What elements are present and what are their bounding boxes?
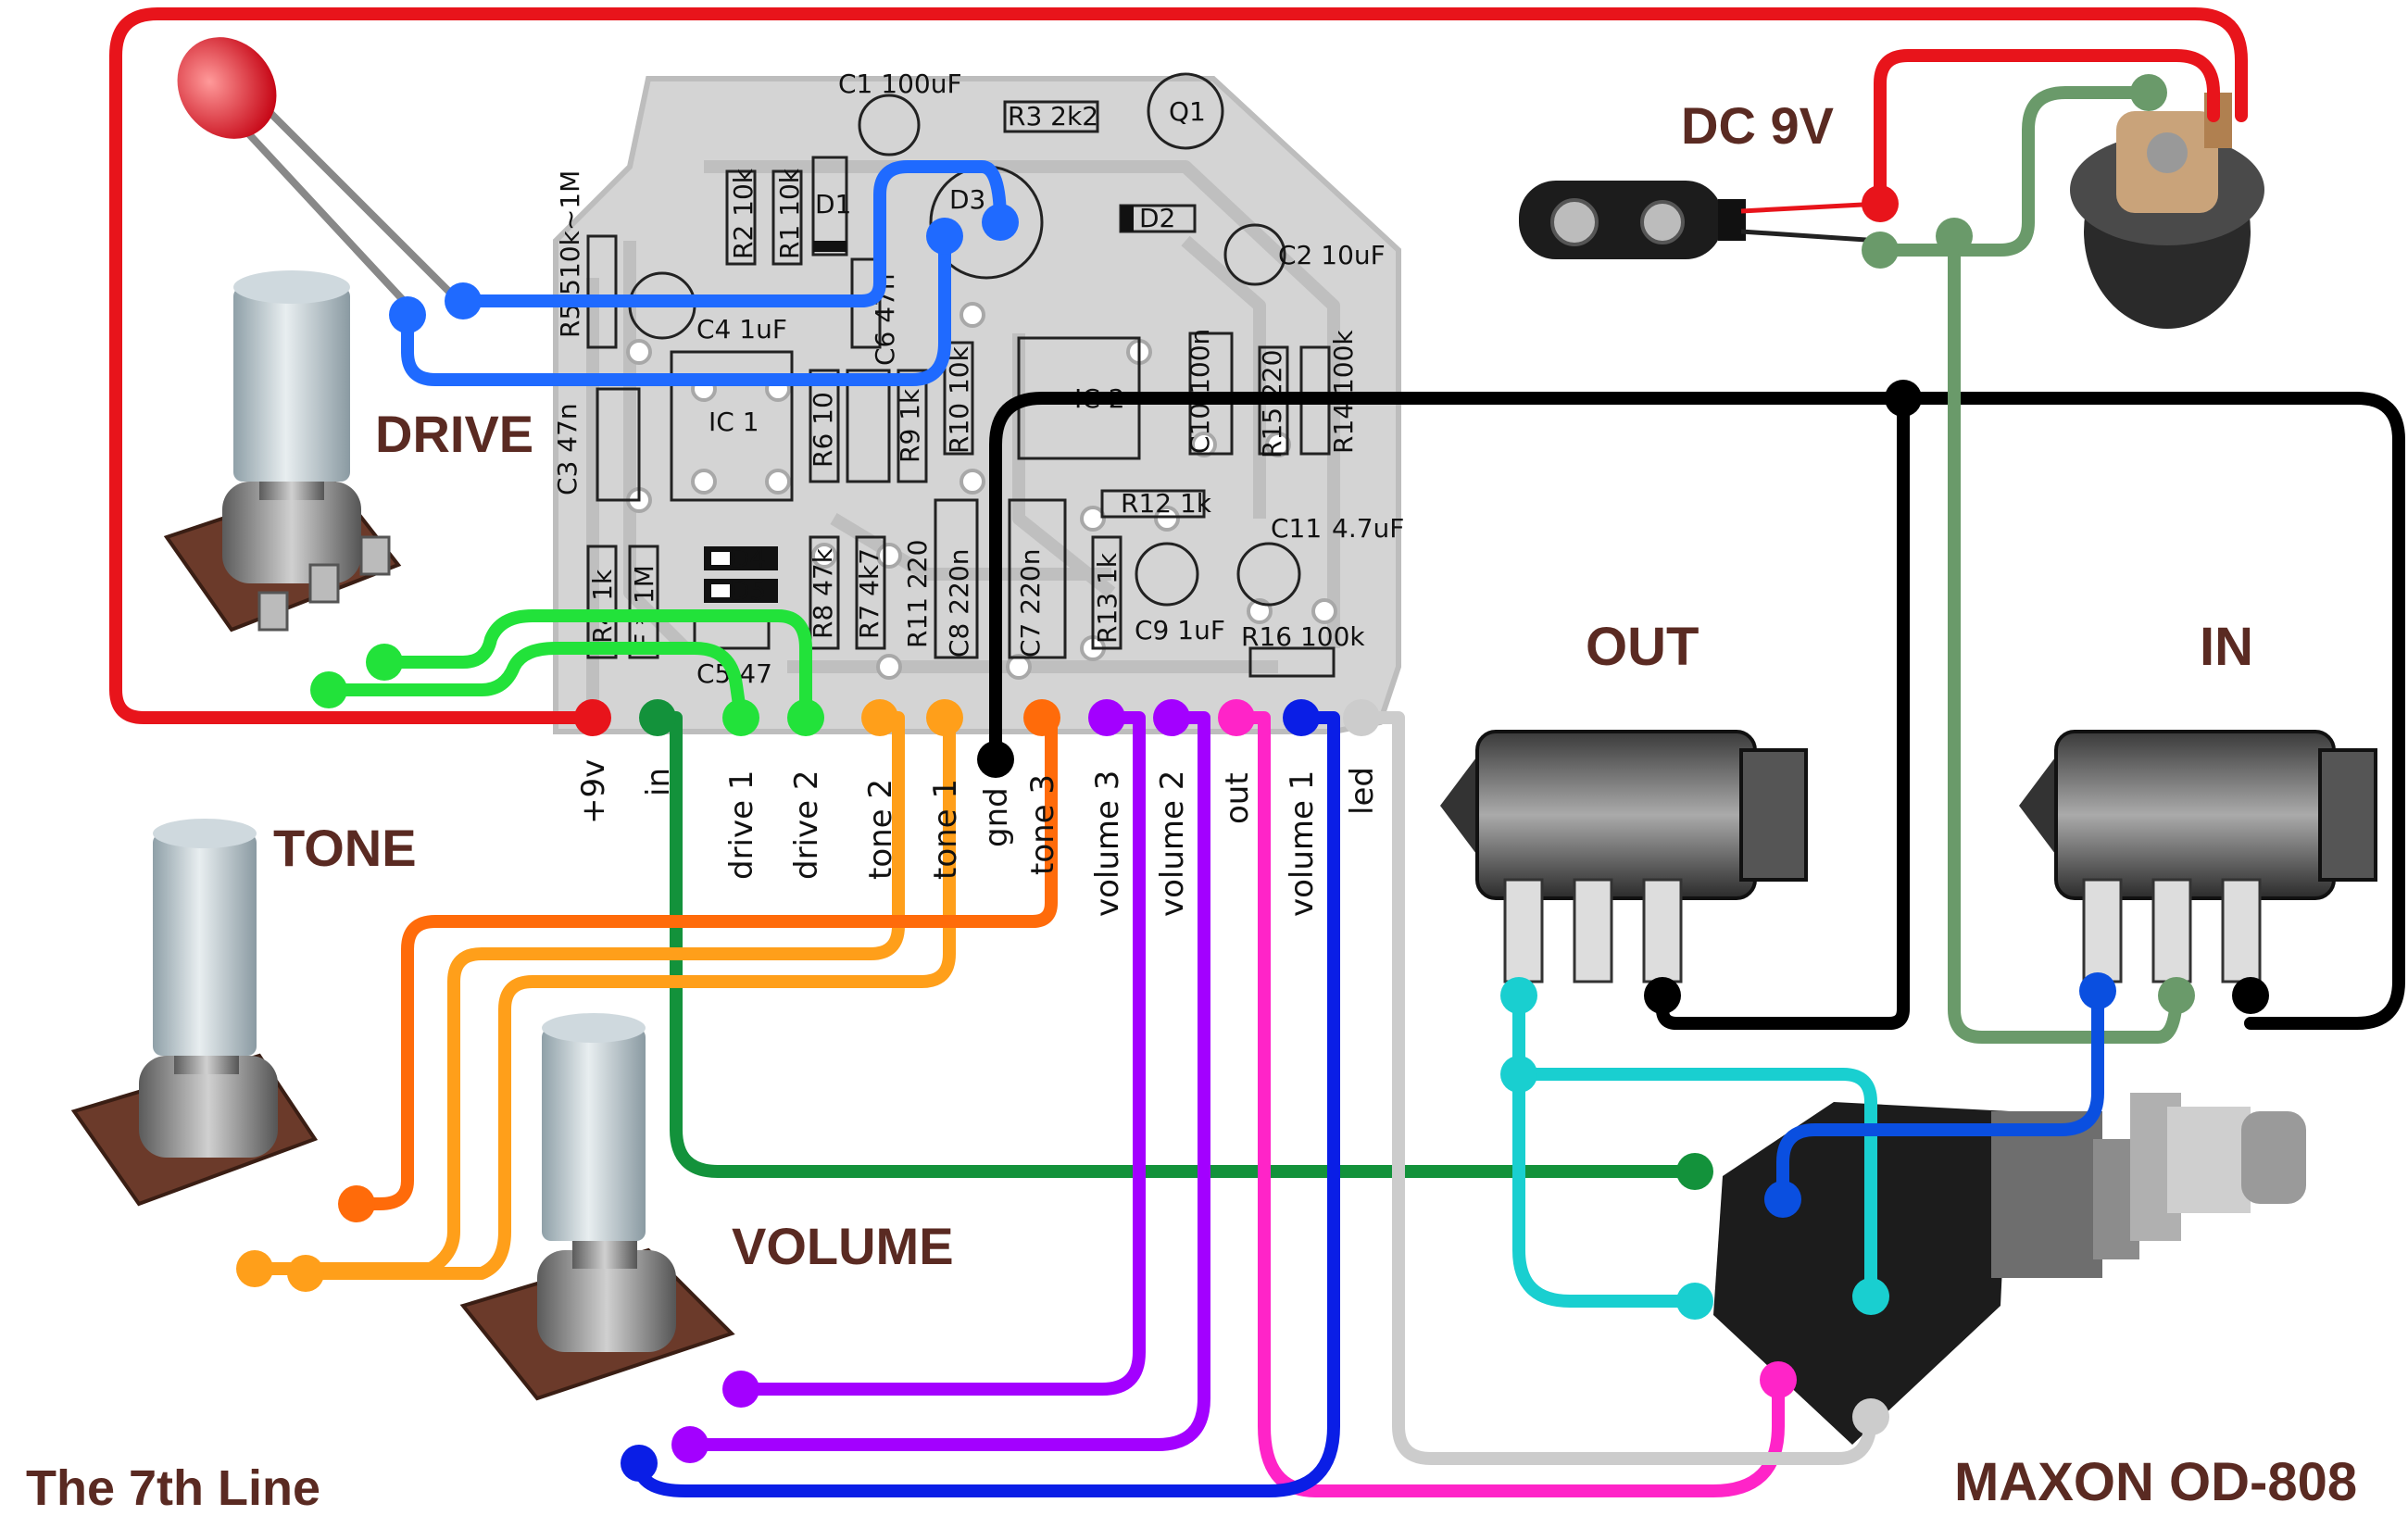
comp-label: R7 4k7 bbox=[854, 548, 884, 639]
pin-label: drive 2 bbox=[788, 770, 825, 881]
wire-cyan bbox=[1512, 989, 1701, 1308]
pcb-board: C1 100uF R3 2k2 Q1 R2 10k R1 10k D1 D3 D… bbox=[552, 69, 1404, 734]
comp-label: 4.7uF bbox=[1332, 513, 1404, 544]
wire-sage-down bbox=[1948, 244, 2183, 1044]
wire-in-blue bbox=[1776, 984, 2104, 1206]
wire-led-grey bbox=[1355, 711, 1877, 1465]
pin-label: in bbox=[640, 768, 677, 796]
wire-volume-3 bbox=[734, 711, 1146, 1396]
label-model: MAXON OD-808 bbox=[1954, 1452, 2357, 1512]
comp-label: C1 100uF bbox=[838, 69, 962, 99]
comp-label: Q1 bbox=[1169, 96, 1206, 127]
pin-label: tone 3 bbox=[1024, 774, 1061, 875]
comp-label: D4 bbox=[730, 543, 766, 573]
comp-label: IC 1 bbox=[709, 407, 759, 437]
pin-label: led bbox=[1344, 767, 1381, 815]
comp-label: D1 bbox=[815, 189, 851, 219]
comp-label: R13 1k bbox=[1092, 552, 1122, 644]
wire-volume-1 bbox=[633, 711, 1340, 1497]
comp-label: C9 1uF bbox=[1135, 615, 1225, 645]
comp-label: D2 bbox=[1139, 203, 1175, 233]
comp-label: R12 1k bbox=[1121, 488, 1212, 519]
comp-label: D5 bbox=[730, 575, 766, 606]
wire-led-blue-2 bbox=[457, 160, 1007, 307]
pin-label: tone 1 bbox=[927, 779, 964, 880]
footswitch bbox=[1713, 1093, 2306, 1445]
label-out: OUT bbox=[1586, 617, 1699, 677]
wire-red bbox=[109, 7, 2248, 724]
volume-potentiometer bbox=[459, 1013, 735, 1401]
pin-label: out bbox=[1219, 772, 1256, 824]
comp-label: R9 1k bbox=[895, 388, 925, 463]
comp-label: D3 bbox=[949, 184, 985, 215]
led bbox=[177, 37, 461, 318]
pin-label: volume 1 bbox=[1284, 770, 1321, 917]
wire-red-dc bbox=[1874, 49, 2220, 210]
wire-in bbox=[651, 711, 1701, 1178]
comp-label: R6 10 bbox=[808, 392, 838, 468]
comp-label: R10 10k bbox=[944, 345, 974, 454]
comp-label: C11 bbox=[1271, 513, 1322, 544]
dc-jack bbox=[2070, 93, 2264, 329]
comp-label: R2 10k bbox=[728, 168, 759, 259]
comp-label: R4 1k bbox=[587, 569, 618, 644]
wire-drive bbox=[322, 642, 747, 724]
comp-label: R14 100k bbox=[1328, 330, 1359, 454]
comp-label: C2 10uF bbox=[1278, 240, 1386, 270]
comp-label: C3 47n bbox=[552, 403, 583, 495]
wire-cyan-2 bbox=[1512, 1068, 1877, 1303]
label-volume: VOLUME bbox=[732, 1217, 954, 1275]
wire-tone-3 bbox=[350, 711, 1058, 1210]
comp-label: R3 2k2 bbox=[1008, 101, 1098, 132]
comp-label: R11 220 bbox=[902, 540, 933, 648]
pin-label: drive 1 bbox=[723, 770, 760, 881]
wire-drive-2 bbox=[378, 609, 812, 724]
comp-label: C10 100n bbox=[1185, 329, 1215, 454]
wire-led-blue bbox=[401, 230, 951, 386]
solder-points bbox=[236, 74, 2269, 1482]
label-drive: DRIVE bbox=[375, 405, 533, 463]
pin-label: +9v bbox=[575, 759, 612, 824]
in-jack bbox=[2019, 730, 2377, 983]
wire-black bbox=[989, 392, 2405, 1030]
label-dc: DC 9V bbox=[1681, 96, 1834, 155]
comp-label: C7 220n bbox=[1015, 549, 1046, 658]
drive-potentiometer bbox=[163, 270, 402, 632]
label-tone: TONE bbox=[273, 819, 417, 877]
comp-label: R5 510k~1M bbox=[555, 170, 585, 338]
pin-label: tone 2 bbox=[862, 779, 899, 880]
comp-label: C8 220n bbox=[944, 549, 974, 658]
out-jack bbox=[1440, 730, 1808, 983]
label-credit: The 7th Line bbox=[26, 1460, 320, 1516]
comp-label: R8 47k bbox=[808, 547, 838, 639]
comp-label: R16 100k bbox=[1241, 621, 1365, 652]
comp-label: F * 1M bbox=[629, 565, 659, 648]
pin-labels: +9v in drive 1 drive 2 tone 2 tone 1 gnd… bbox=[575, 759, 1381, 917]
wire-sage bbox=[1874, 86, 2155, 257]
wires bbox=[109, 7, 2405, 1497]
wire-tone-1 bbox=[299, 711, 956, 1280]
battery-clip bbox=[1519, 181, 1881, 259]
wire-volume-2 bbox=[684, 711, 1210, 1451]
pin-label: volume 2 bbox=[1154, 770, 1191, 917]
pin-label: gnd bbox=[978, 787, 1015, 847]
pin-label: volume 3 bbox=[1089, 770, 1126, 917]
wire-tone-2 bbox=[248, 711, 905, 1275]
wire-black-out bbox=[1656, 392, 1910, 1030]
comp-label: R1 10k bbox=[774, 168, 805, 259]
tone-potentiometer bbox=[70, 819, 319, 1207]
comp-label: C4 1uF bbox=[696, 314, 787, 344]
label-in: IN bbox=[2200, 617, 2253, 677]
